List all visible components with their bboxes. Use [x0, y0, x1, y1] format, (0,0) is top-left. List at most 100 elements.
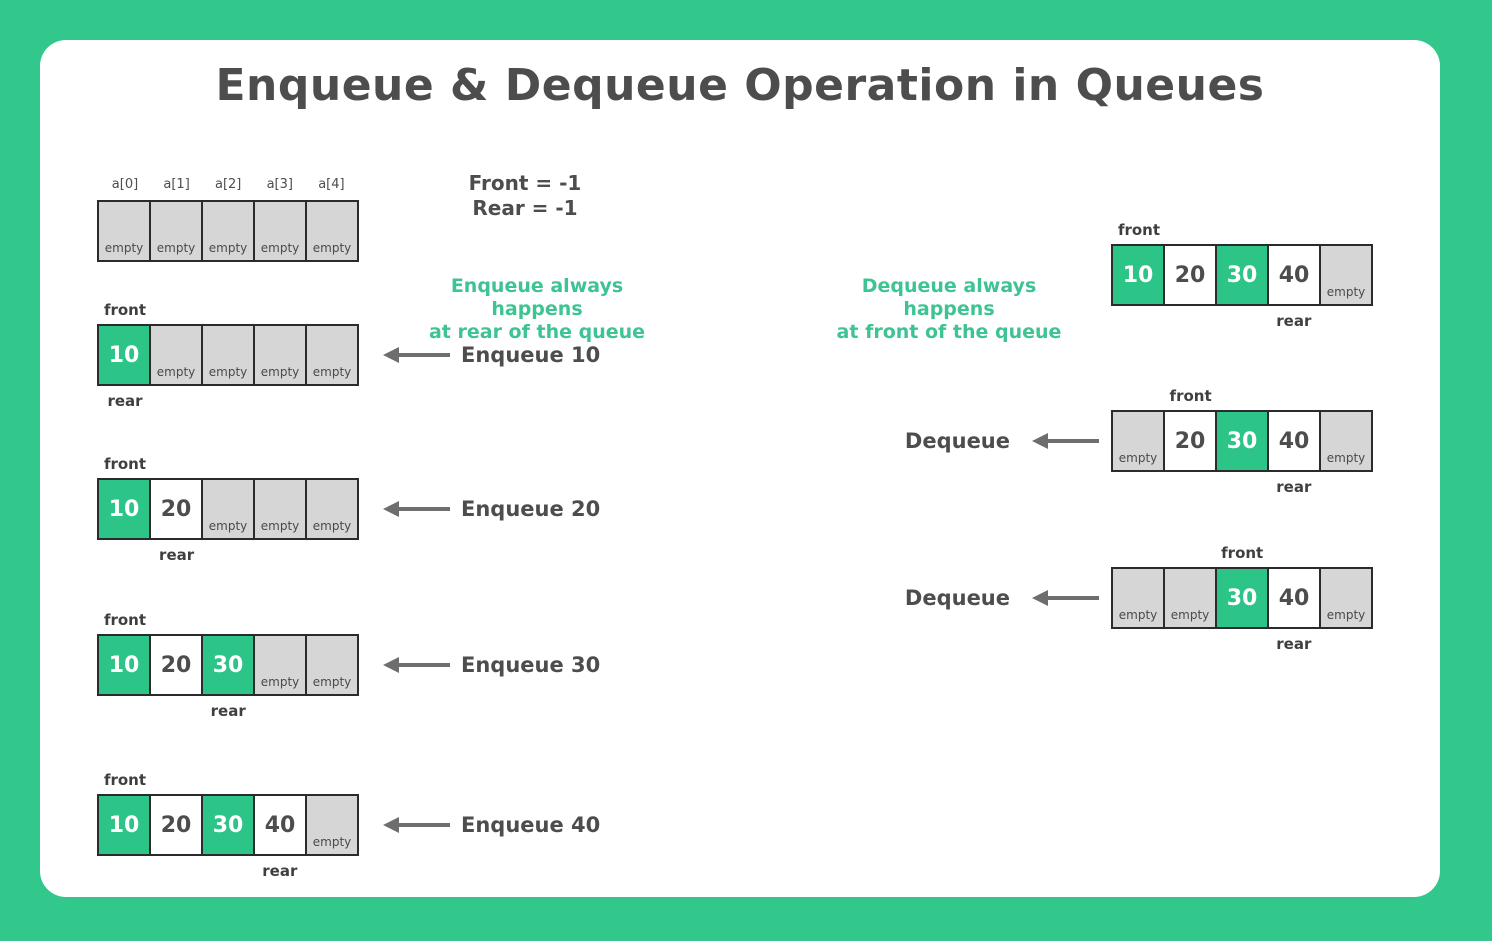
queue-cell-empty: empty [253, 326, 305, 384]
queue-cell-empty: empty [201, 202, 253, 260]
page-title: Enqueue & Dequeue Operation in Queues [215, 60, 1265, 111]
cell-value-label: 30 [1226, 428, 1258, 454]
empty-cell-label: empty [156, 241, 196, 255]
empty-cell-label: empty [260, 675, 300, 689]
queue-cell: 10 [99, 636, 149, 694]
arrow-shaft [396, 353, 450, 357]
left-arrow-icon [383, 501, 450, 517]
queue-cell: 30 [1215, 246, 1267, 304]
action-label: Dequeue [904, 586, 1010, 610]
queue-cell: 10 [99, 796, 149, 854]
cell-value-label: 10 [1122, 262, 1154, 288]
front-pointer-label: front [103, 455, 147, 473]
queue-array: 10 20 30 40 empty [97, 794, 359, 856]
queue-array: empty 20 30 40 empty [1111, 410, 1373, 472]
queue-cell: 30 [1215, 412, 1267, 470]
queue-cell-empty: empty [1113, 412, 1163, 470]
empty-cell-label: empty [312, 835, 352, 849]
content-card: Enqueue & Dequeue Operation in Queues Fr… [40, 40, 1440, 897]
empty-cell-label: empty [1326, 451, 1366, 465]
queue-cell: 20 [149, 796, 201, 854]
queue-cell-empty: empty [1319, 412, 1371, 470]
left-arrow-icon [383, 347, 450, 363]
cell-value-label: 10 [108, 496, 140, 522]
cell-value-label: 20 [160, 652, 192, 678]
arrow-shaft [396, 663, 450, 667]
arrow-shaft [396, 823, 450, 827]
empty-cell-label: empty [156, 365, 196, 379]
queue-cell-empty: empty [305, 636, 357, 694]
empty-cell-label: empty [260, 519, 300, 533]
queue-cell-empty: empty [253, 636, 305, 694]
queue-cell-empty: empty [1319, 246, 1371, 304]
queue-cell: 30 [1215, 569, 1267, 627]
queue-cell: 20 [149, 480, 201, 538]
queue-array: 10 20 30 empty empty [97, 634, 359, 696]
queue-cell-empty: empty [305, 326, 357, 384]
action-label: Enqueue 10 [461, 343, 601, 367]
queue-array: empty empty 30 40 empty [1111, 567, 1373, 629]
index-label: a[0] [111, 177, 139, 192]
queue-cell: 20 [149, 636, 201, 694]
queue-cell: 30 [201, 636, 253, 694]
queue-cell: 10 [99, 480, 149, 538]
queue-cell: 40 [1267, 412, 1319, 470]
cell-value-label: 30 [212, 812, 244, 838]
cell-value-label: 40 [1278, 428, 1310, 454]
cell-value-label: 10 [108, 812, 140, 838]
index-label: a[3] [266, 177, 293, 192]
cell-value-label: 40 [264, 812, 296, 838]
cell-value-label: 20 [160, 496, 192, 522]
empty-cell-label: empty [1170, 608, 1210, 622]
left-arrow-icon [383, 817, 450, 833]
dequeue-note: Dequeue always happens at front of the q… [836, 275, 1062, 343]
cell-value-label: 20 [1174, 262, 1206, 288]
index-label: a[4] [318, 177, 345, 192]
rear-pointer-label: rear [1276, 478, 1312, 496]
arrow-head [383, 501, 399, 517]
cell-value-label: 40 [1278, 585, 1310, 611]
queue-cell-empty: empty [305, 796, 357, 854]
front-pointer-label: front [103, 611, 147, 629]
rear-pointer-label: rear [1276, 635, 1312, 653]
queue-cell-empty: empty [305, 202, 357, 260]
rear-initial-value: Rear = -1 [472, 196, 578, 220]
front-pointer-label: front [1221, 544, 1264, 562]
empty-cell-label: empty [312, 241, 352, 255]
queue-cell-empty: empty [1163, 569, 1215, 627]
rear-pointer-label: rear [1276, 312, 1312, 330]
cell-value-label: 30 [212, 652, 244, 678]
empty-cell-label: empty [1118, 451, 1158, 465]
front-pointer-label: front [1117, 221, 1161, 239]
rear-pointer-label: rear [210, 702, 246, 720]
empty-cell-label: empty [208, 241, 248, 255]
cell-value-label: 10 [108, 652, 140, 678]
left-arrow-icon [383, 657, 450, 673]
queue-cell: 30 [201, 796, 253, 854]
front-initial-value: Front = -1 [468, 171, 582, 195]
empty-cell-label: empty [260, 365, 300, 379]
index-label: a[2] [214, 177, 242, 192]
arrow-head [383, 347, 399, 363]
queue-cell: 10 [99, 326, 149, 384]
front-pointer-label: front [103, 301, 147, 319]
queue-cell: 20 [1163, 412, 1215, 470]
front-pointer-label: front [103, 771, 147, 789]
action-label: Dequeue [904, 429, 1010, 453]
action-label: Enqueue 20 [461, 497, 601, 521]
queue-cell-empty: empty [1113, 569, 1163, 627]
queue-cell: 40 [1267, 569, 1319, 627]
left-arrow-icon [1032, 433, 1099, 449]
enqueue-note: Enqueue always happens at rear of the qu… [428, 275, 646, 343]
queue-cell-empty: empty [1319, 569, 1371, 627]
empty-cell-label: empty [104, 241, 144, 255]
index-label: a[1] [163, 177, 190, 192]
action-label: Enqueue 40 [461, 813, 601, 837]
cell-value-label: 30 [1226, 262, 1258, 288]
queue-cell: 40 [253, 796, 305, 854]
queue-cell-empty: empty [99, 202, 149, 260]
